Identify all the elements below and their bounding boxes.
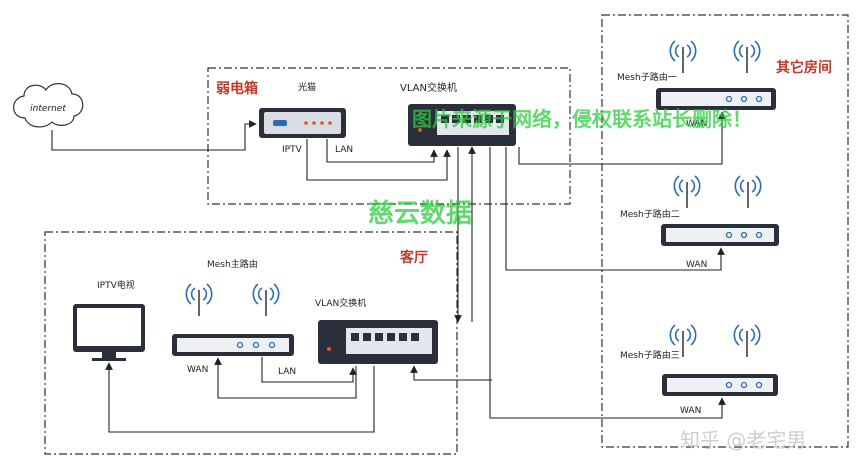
- modem-lan-port: LAN: [335, 145, 353, 155]
- mesh-sub-3-title: Mesh子路由三: [620, 349, 680, 361]
- link-switch-mesh-wan: [214, 357, 357, 399]
- vlan-switch-weakbox-title: VLAN交换机: [400, 81, 457, 94]
- mesh-main-lan: LAN: [278, 367, 296, 377]
- internet-label: internet: [30, 104, 66, 114]
- modem-device: [259, 108, 346, 138]
- other-rooms-frame: [601, 14, 849, 448]
- mesh-sub-1-wan: WAN: [686, 119, 707, 129]
- other-rooms-title: 其它房间: [776, 59, 832, 76]
- link-trunk-living-switch: [410, 365, 492, 381]
- modem-title: 光猫: [298, 81, 316, 93]
- watermark-notice: 图片来源于网络，侵权联系站长删除！: [412, 107, 752, 131]
- living-room-frame: [44, 231, 458, 455]
- weak-box-title: 弱电箱: [216, 80, 258, 97]
- mesh-sub-1-title: Mesh子路由一: [617, 71, 677, 83]
- vlan-switch-living-title: VLAN交换机: [315, 297, 366, 309]
- link-mesh-lan-switch: [261, 357, 357, 383]
- living-room-title: 客厅: [399, 249, 428, 266]
- weak-box-frame: [207, 67, 571, 205]
- mesh-sub-2-title: Mesh子路由二: [620, 208, 680, 220]
- link-switch-tv: [105, 362, 375, 433]
- iptv-tv-device: [73, 304, 145, 361]
- mesh-sub-3-wan: WAN: [680, 406, 701, 416]
- mesh-main-router: [172, 283, 294, 356]
- link-modem-iptv-switch: [306, 139, 451, 181]
- watermark-brand: 慈云数据: [368, 198, 472, 229]
- vlan-switch-living: [318, 320, 438, 364]
- internet-cloud: internet: [13, 83, 84, 128]
- iptv-tv-title: IPTV电视: [97, 279, 135, 291]
- connection-lines: [51, 111, 726, 433]
- modem-iptv-port: IPTV: [282, 145, 303, 155]
- link-modem-lan-switch: [326, 139, 438, 163]
- vlan-switch-weakbox: [408, 104, 516, 146]
- mesh-sub-router-1: [656, 40, 776, 110]
- mesh-sub-2-wan: WAN: [686, 260, 707, 270]
- link-internet-modem: [51, 120, 257, 151]
- link-switch-sub3: [489, 147, 726, 419]
- mesh-main-title: Mesh主路由: [207, 258, 258, 270]
- mesh-sub-router-2: [661, 175, 779, 246]
- mesh-sub-router-3: [662, 324, 778, 396]
- mesh-main-wan: WAN: [187, 365, 208, 375]
- link-switch-sub2: [505, 147, 725, 271]
- author-credit: 知乎 @老宅男: [680, 428, 806, 452]
- link-switch-sub1: [518, 111, 726, 165]
